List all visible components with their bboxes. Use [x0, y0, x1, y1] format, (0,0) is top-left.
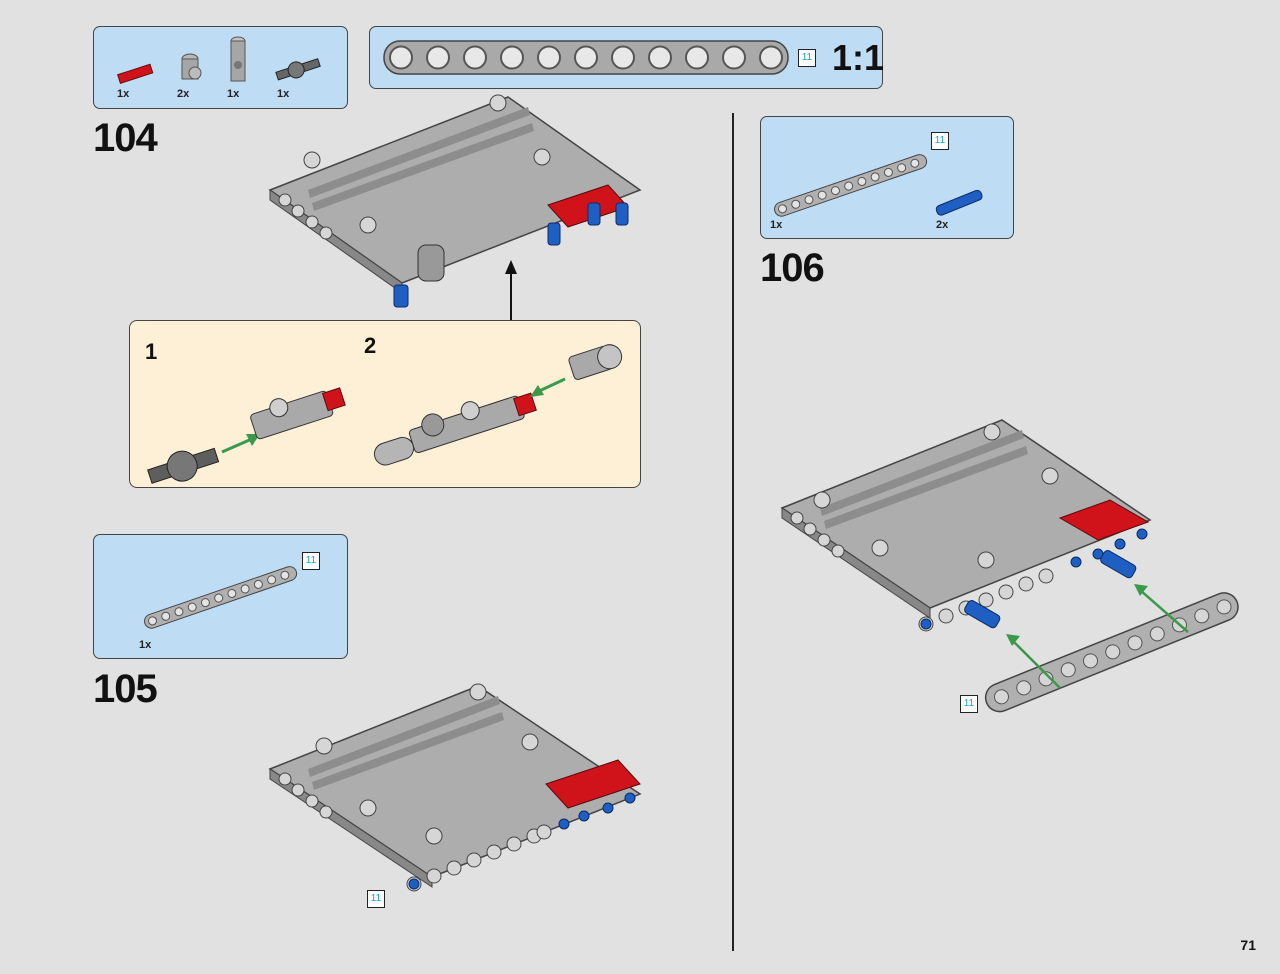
blue-pin-part-icon — [935, 189, 983, 216]
submodel-box: 1 2 — [129, 320, 641, 488]
step-106-assembly-illustration — [780, 419, 1239, 713]
step-number-106: 106 — [760, 246, 825, 290]
beam-length-tag: 11 — [798, 49, 816, 67]
beam-length-tag: 11 — [302, 552, 320, 570]
scale-box: 11 1:1 — [369, 26, 885, 89]
parts-box-104: 1x 2x 1x 1x — [93, 26, 348, 109]
substep-2-illustration — [373, 344, 623, 466]
substep-number-2: 2 — [364, 333, 377, 358]
part-qty-1: 1x — [117, 88, 130, 100]
part-qty: 1x — [139, 639, 152, 651]
red-pin-part-icon — [117, 63, 154, 84]
axle-connector-part-icon — [230, 36, 246, 82]
column-divider — [732, 113, 734, 951]
part-qty-2: 2x — [936, 219, 949, 231]
callout-arrow — [505, 260, 517, 320]
scale-label: 1:1 — [832, 37, 885, 78]
dark-axle-connector-part-icon — [275, 58, 321, 81]
beam-length-tag: 11 — [960, 695, 978, 713]
substep-1-illustration — [147, 387, 346, 484]
part-qty-4: 1x — [277, 88, 290, 100]
step-number-105: 105 — [93, 667, 158, 711]
page-number: 71 — [1240, 937, 1256, 953]
parts-box-105: 11 1x — [93, 534, 348, 659]
beam-length-tag: 11 — [367, 890, 385, 908]
parts-box-106: 11 1x 2x — [760, 116, 1014, 239]
step-105-assembly-illustration — [268, 683, 642, 892]
beam-1-to-1-icon — [383, 40, 789, 75]
beam-11-part-icon — [144, 566, 298, 629]
step-104-assembly-illustration — [268, 94, 642, 308]
beam-length-tag: 11 — [931, 132, 949, 150]
step-number-104: 104 — [93, 116, 158, 160]
part-qty-3: 1x — [227, 88, 240, 100]
beam-11-part-icon — [774, 154, 928, 217]
substep-number-1: 1 — [145, 339, 158, 364]
pin-connector-part-icon — [181, 53, 202, 80]
part-qty-2: 2x — [177, 88, 190, 100]
part-qty-1: 1x — [770, 219, 783, 231]
